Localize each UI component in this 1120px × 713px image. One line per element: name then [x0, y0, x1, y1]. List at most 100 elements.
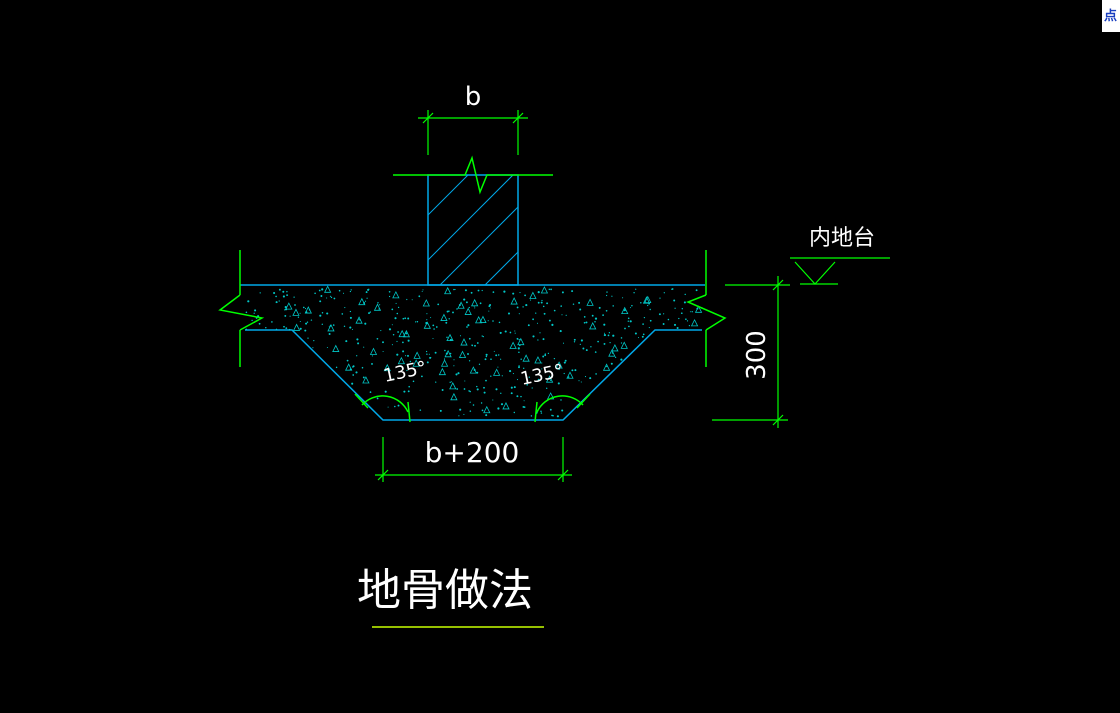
aggregate-mark — [510, 297, 518, 305]
concrete-dot — [607, 334, 610, 337]
concrete-dot — [302, 306, 305, 309]
concrete-dot — [362, 376, 365, 379]
concrete-dot — [456, 388, 459, 390]
concrete-dot — [522, 367, 525, 370]
concrete-dot — [425, 321, 428, 325]
concrete-dot — [430, 357, 432, 359]
concrete-dot — [544, 354, 547, 357]
concrete-dot — [495, 354, 498, 357]
concrete-dot — [503, 290, 506, 293]
concrete-dot — [464, 380, 466, 382]
concrete-dot — [501, 375, 503, 377]
concrete-dot — [358, 319, 360, 321]
aggregate-mark — [586, 298, 594, 306]
height-dimension — [712, 276, 790, 428]
concrete-dot — [356, 355, 358, 357]
concrete-dot — [642, 333, 645, 336]
concrete-dot — [453, 365, 455, 367]
concrete-dot — [605, 294, 608, 297]
concrete-dot — [455, 373, 458, 376]
concrete-dot — [297, 316, 300, 318]
concrete-dot — [548, 288, 551, 291]
concrete-dot — [452, 311, 454, 314]
aggregate-mark — [522, 354, 530, 362]
concrete-dot — [397, 306, 400, 309]
concrete-dot — [476, 342, 479, 344]
concrete-dot — [542, 305, 545, 308]
concrete-dot — [492, 399, 494, 401]
concrete-dot — [320, 295, 323, 297]
concrete-dot — [369, 311, 371, 313]
concrete-dot — [623, 309, 626, 312]
concrete-dot — [446, 310, 449, 313]
concrete-dot — [563, 361, 566, 364]
concrete-dot — [253, 312, 255, 314]
aggregate-mark — [529, 291, 537, 299]
concrete-dot — [474, 344, 476, 347]
concrete-dot — [432, 337, 434, 340]
concrete-dot — [359, 319, 361, 321]
aggregate-mark — [469, 366, 478, 374]
concrete-dot — [391, 344, 393, 346]
concrete-dot — [441, 389, 444, 391]
concrete-dot — [474, 307, 476, 309]
concrete-dot — [468, 306, 470, 309]
level-marker — [790, 257, 890, 285]
concrete-dot — [407, 317, 410, 320]
concrete-dot — [541, 368, 543, 370]
concrete-dot — [409, 360, 412, 363]
concrete-dot — [609, 341, 611, 344]
aggregate-mark — [608, 349, 616, 357]
concrete-dot — [335, 366, 338, 369]
top-dimension — [418, 110, 528, 155]
concrete-dot — [547, 352, 550, 355]
concrete-dot — [579, 343, 581, 345]
concrete-dot — [483, 386, 485, 389]
concrete-dot — [610, 362, 613, 365]
concrete-dot — [422, 289, 424, 291]
concrete-dot — [513, 411, 516, 414]
concrete-dot — [361, 366, 364, 369]
concrete-dot — [500, 358, 502, 360]
corner-toolbar-tab[interactable]: 点 — [1102, 0, 1120, 32]
angle-arcs — [354, 393, 591, 423]
aggregate-mark — [332, 344, 340, 352]
concrete-dot — [377, 302, 379, 304]
concrete-dot — [541, 362, 543, 364]
concrete-dot — [540, 410, 542, 413]
concrete-dot — [562, 342, 565, 344]
aggregate-mark — [285, 302, 293, 310]
concrete-dot — [482, 335, 484, 338]
concrete-dot — [637, 336, 640, 339]
concrete-dot — [591, 314, 594, 317]
concrete-dot — [663, 313, 665, 315]
concrete-dot — [553, 357, 556, 360]
concrete-dot — [469, 390, 471, 393]
concrete-dot — [445, 352, 448, 355]
concrete-dot — [278, 288, 281, 291]
concrete-dot — [341, 313, 344, 315]
concrete-dot — [572, 303, 575, 305]
concrete-dot — [378, 304, 381, 306]
concrete-dot — [349, 290, 352, 293]
concrete-dot — [476, 371, 479, 374]
concrete-dot — [483, 391, 486, 394]
concrete-dot — [356, 338, 359, 341]
concrete-dot — [342, 292, 345, 294]
concrete-dot — [258, 322, 261, 325]
concrete-dot — [434, 351, 437, 354]
dim-height-label: 300 — [742, 330, 772, 380]
concrete-dot — [516, 306, 519, 309]
concrete-dot — [544, 353, 546, 355]
aggregate-mark — [449, 382, 457, 390]
concrete-dot — [573, 338, 576, 341]
concrete-dot — [458, 415, 460, 417]
concrete-dot — [524, 294, 526, 297]
concrete-dot — [328, 333, 331, 335]
aggregate-mark — [292, 323, 301, 331]
aggregate-mark — [422, 299, 430, 307]
concrete-dot — [492, 320, 494, 322]
aggregate-mark — [413, 351, 421, 359]
